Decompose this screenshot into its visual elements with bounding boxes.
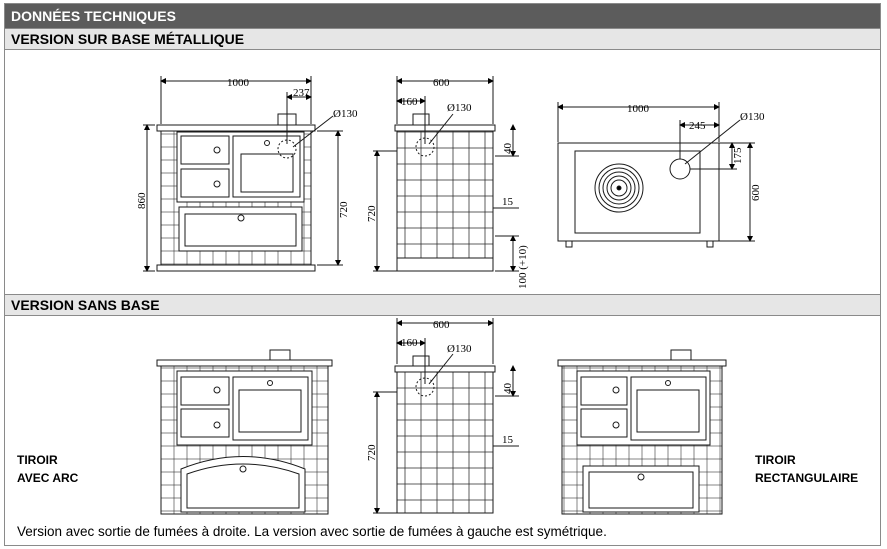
dim-flue-130-d: Ø130 (447, 343, 472, 355)
dim-offset-40-a: 40 (502, 143, 514, 155)
label-drawer-arc-line2: AVEC ARC (17, 471, 79, 485)
side-view-with-base (373, 76, 519, 272)
dim-base-100: 100 (+10) (517, 245, 529, 289)
dim-offset-237: 237 (293, 87, 310, 99)
dim-offset-15-a: 15 (502, 196, 514, 208)
dim-depth-600-a: 600 (433, 77, 450, 89)
section-title-with-base: VERSION SUR BASE MÉTALLIQUE (5, 28, 880, 50)
label-drawer-arc-line1: TIROIR (17, 453, 58, 467)
dim-height-860: 860 (136, 192, 148, 209)
dim-offset-160-b: 160 (401, 337, 418, 349)
dim-height-720-a: 720 (338, 201, 350, 218)
label-drawer-rect-line1: TIROIR (755, 453, 796, 467)
label-drawer-rect: TIROIR RECTANGULAIRE (755, 451, 858, 487)
dim-height-720-c: 720 (366, 444, 378, 461)
dim-offset-175: 175 (732, 147, 744, 164)
dim-flue-130-a: Ø130 (333, 108, 358, 120)
footnote: Version avec sortie de fumées à droite. … (17, 524, 607, 539)
label-drawer-arc: TIROIR AVEC ARC (17, 451, 78, 487)
section-title-without-base: VERSION SANS BASE (5, 294, 880, 316)
dim-depth-600-b: 600 (433, 319, 450, 331)
label-drawer-rect-line2: RECTANGULAIRE (755, 471, 859, 485)
sheet-title: DONNÉES TECHNIQUES (5, 4, 880, 28)
dim-offset-40-b: 40 (502, 383, 514, 395)
dim-offset-160-a: 160 (401, 96, 418, 108)
dim-height-720-b: 720 (366, 205, 378, 222)
front-view-arch-drawer (156, 349, 333, 515)
dim-depth-600-top: 600 (750, 184, 762, 201)
technical-drawings: 1000 237 Ø130 860 720 600 160 Ø130 (136, 76, 765, 515)
dim-offset-15-b: 15 (502, 434, 514, 446)
dim-flue-130-c: Ø130 (740, 111, 765, 123)
tech-sheet: DONNÉES TECHNIQUES VERSION SUR BASE MÉTA… (4, 3, 881, 546)
dim-width-1000: 1000 (227, 77, 250, 89)
side-view-without-base (373, 318, 519, 514)
dim-width-1000-top: 1000 (627, 103, 650, 115)
dim-flue-130-b: Ø130 (447, 102, 472, 114)
front-view-rect-drawer (557, 349, 727, 515)
dim-offset-245: 245 (689, 120, 706, 132)
top-view (557, 102, 755, 248)
front-view-with-base (143, 76, 343, 272)
